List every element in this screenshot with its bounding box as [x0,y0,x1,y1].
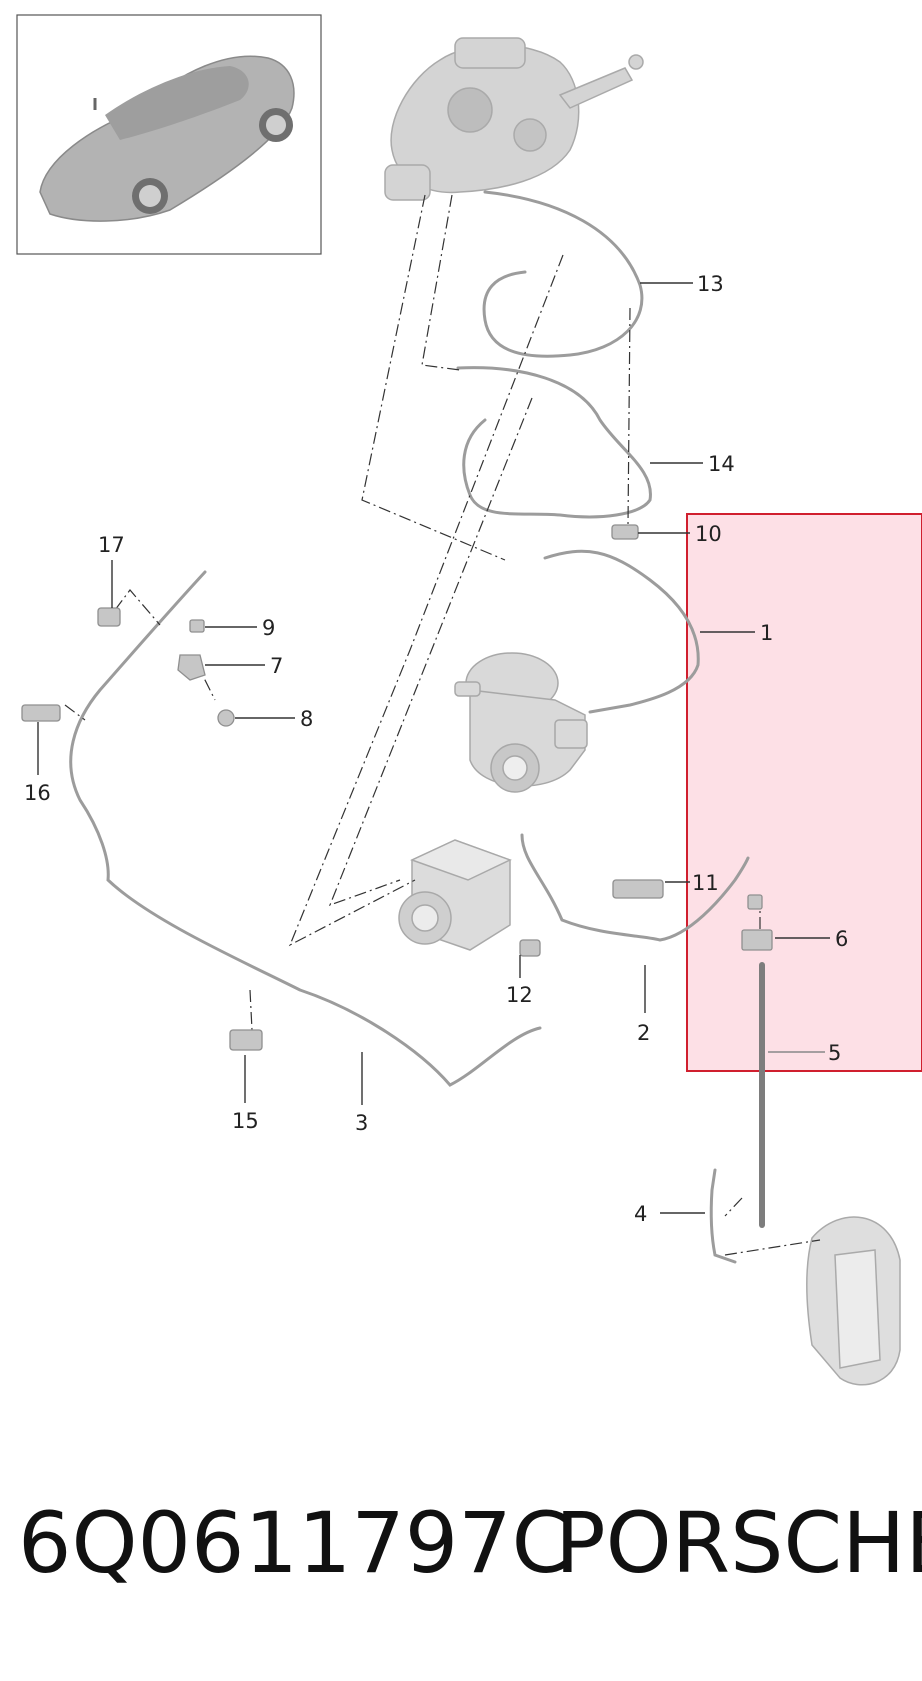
brake-caliper [806,1216,901,1386]
callout-3: 3 [355,1111,368,1135]
callout-5: 5 [828,1041,841,1065]
callout-2: 2 [637,1021,650,1045]
callout-8: 8 [300,707,313,731]
callout-10: 10 [695,522,722,546]
callout-13: 13 [697,272,724,296]
callout-15: 15 [232,1109,259,1133]
brake-line-1 [543,549,700,714]
bracket-6 [741,929,773,951]
clip-15 [229,1029,263,1051]
vacuum-pump [454,652,588,793]
clip-9 [189,619,205,633]
brake-lines [69,190,765,1264]
brake-line-4 [709,1168,737,1264]
vehicle-thumbnail [16,14,322,255]
clip-17 [97,607,121,627]
callout-1: 1 [760,621,773,645]
master-cylinder [384,37,644,201]
abs-hydraulic-unit [398,839,512,951]
grommet-8 [217,709,235,727]
brake-line-2 [520,833,750,942]
bracket-7 [177,654,206,681]
clip-12 [519,939,541,957]
leader-lines [37,282,830,1214]
callout-6: 6 [835,927,848,951]
callout-7: 7 [270,654,283,678]
highlight-region [686,513,922,1072]
callout-4: 4 [634,1202,647,1226]
brand-name: PORSCHE [555,1494,922,1592]
clip-5-top [747,894,763,910]
brake-line-14 [456,366,652,519]
callout-17: 17 [98,533,125,557]
callout-14: 14 [708,452,735,476]
clip-11 [612,879,664,899]
clips-and-brackets [21,524,773,1051]
callout-16: 16 [24,781,51,805]
callout-labels: 1 2 3 4 5 6 7 8 9 10 11 12 13 14 15 16 1… [24,272,848,1226]
clip-16 [21,704,61,722]
callout-9: 9 [262,616,275,640]
part-number: 6Q0611797C [18,1494,571,1592]
clip-10 [611,524,639,540]
callout-12: 12 [506,983,533,1007]
brake-line-3 [69,570,542,1087]
brake-line-13 [482,190,644,358]
callout-11: 11 [692,871,719,895]
